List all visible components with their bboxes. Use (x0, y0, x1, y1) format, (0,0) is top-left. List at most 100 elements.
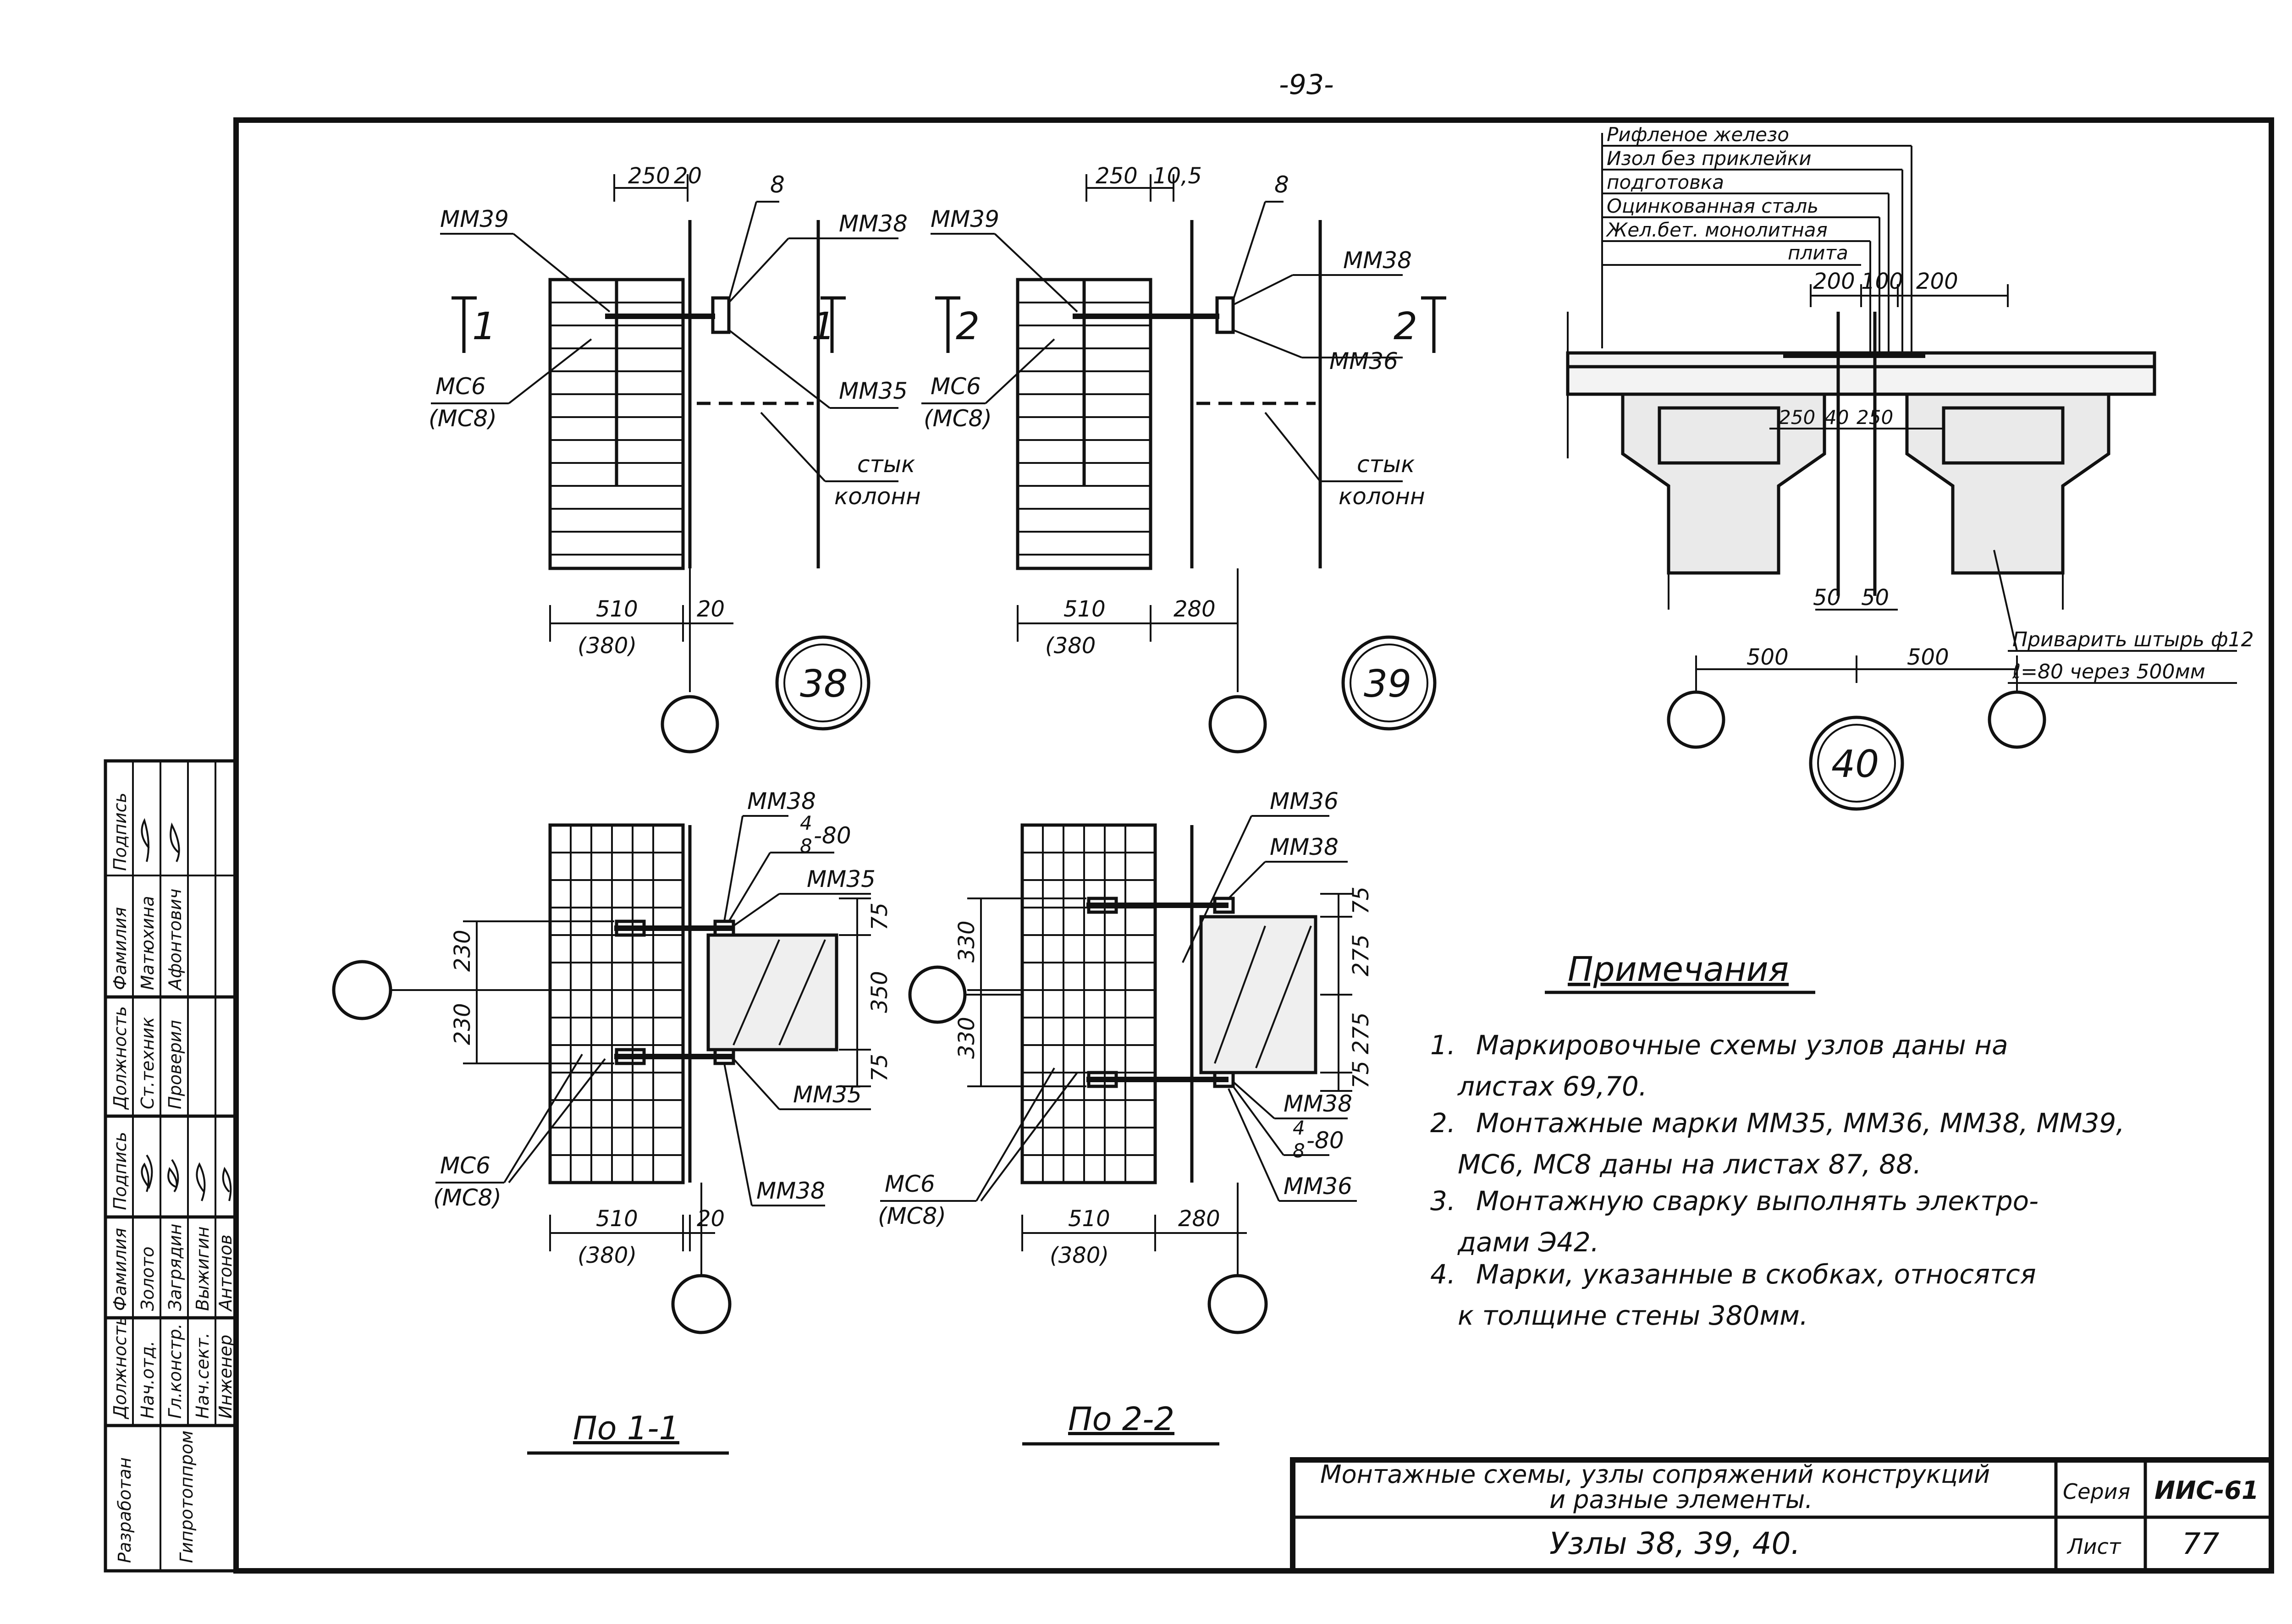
notes: Примечания 1. Маркировочные схемы узлов … (1430, 950, 2125, 1331)
series-label: Серия (2063, 1479, 2130, 1504)
section-1-1: ММ38 4 8 -80 ММ35 ММ35 ММ38 МС6 (МС8) 23… (332, 788, 893, 1455)
page-number: -93- (1279, 69, 1334, 101)
stamp-header-position: Должность (110, 1316, 130, 1420)
label-mc6: МС6 (931, 373, 981, 400)
dim-230a: 230 (450, 930, 475, 972)
label-mc8: (МС8) (429, 405, 497, 432)
axis-bubble (1667, 690, 1725, 749)
axis-bubble (661, 695, 719, 754)
frac-num: 4 (800, 812, 812, 834)
dim-380: (380) (1050, 1243, 1109, 1268)
section-mark-1b: 1 (811, 305, 835, 348)
dim-330b: 330 (954, 1017, 980, 1059)
wall-grid (548, 823, 685, 1184)
label-joint-2: колонн (1339, 483, 1425, 510)
label-mm38a: ММ38 (747, 788, 816, 815)
section-mark-2b: 2 (1394, 305, 1417, 348)
dim-20: 20 (674, 163, 702, 189)
label-mc8: (МС8) (878, 1203, 946, 1229)
node-39-number: 39 (1364, 662, 1411, 706)
label-mc6: МС6 (885, 1171, 935, 1197)
layer-1: Рифленое железо (1607, 123, 1789, 146)
dim-330a: 330 (954, 920, 980, 963)
note-1-num: 1. (1430, 1029, 1455, 1061)
node-40-bubble (1809, 716, 1904, 811)
label-mm35a: ММ35 (807, 866, 876, 892)
label-mm38: ММ38 (839, 210, 908, 237)
label-mm38b: ММ38 (1284, 1090, 1352, 1117)
node-40-section: Рифленое железо Изол без приклейки подго… (1566, 123, 2254, 811)
dim-275a: 275 (1348, 934, 1374, 976)
title-subtitle: Узлы 38, 39, 40. (1549, 1526, 1800, 1561)
dim-75b: 75 (867, 1054, 893, 1082)
axis-bubble (332, 960, 392, 1020)
signature (196, 1162, 206, 1201)
label-mm38a: ММ38 (1270, 834, 1339, 860)
sheet-value: 77 (2182, 1527, 2220, 1561)
axis-bubble (908, 965, 967, 1024)
dim-510: 510 (1068, 1206, 1110, 1232)
signature (222, 1167, 232, 1201)
note-2-line1: Монтажные марки ММ35, ММ36, ММ38, ММ39, (1476, 1107, 2125, 1139)
label-mm38b: ММ38 (756, 1178, 825, 1204)
stamp-row-4-name: Антонов (215, 1234, 236, 1312)
stamp-table: Должность Фамилия Подпись Должность Фами… (104, 759, 238, 1573)
section-mark-2a: 2 (956, 305, 980, 348)
stamp-row-3-position: Нач.сект. (193, 1332, 213, 1419)
frac-den: 8 (800, 835, 812, 857)
dim-500a: 500 (1747, 644, 1789, 670)
stamp-header-name-2: Фамилия (110, 907, 130, 990)
stamp-row-1-position: Нач.отд. (138, 1341, 158, 1419)
label-mm36: ММ36 (1329, 348, 1398, 374)
anchor-plate (1215, 296, 1235, 334)
dim-40: 40 (1824, 406, 1849, 429)
section-caption: По 2-2 (1068, 1400, 1174, 1438)
layer-2: Изол без приклейки (1607, 147, 1812, 170)
signature (170, 822, 180, 862)
stamp-group-dev: Разработан (115, 1457, 135, 1563)
label-mm35: ММ35 (839, 378, 908, 404)
dim-250: 250 (1096, 163, 1138, 189)
dim-50b: 50 (1861, 585, 1889, 611)
stamp-upper-2-position: Проверил (165, 1020, 185, 1109)
axis-bubble (1988, 690, 2046, 749)
label-mm35b: ММ35 (793, 1081, 862, 1108)
label-mm39: ММ39 (931, 206, 999, 232)
series-value: ИИС-61 (2154, 1476, 2259, 1505)
weld-note-2: ℓ=80 через 500мм (2012, 660, 2205, 683)
stamp-upper-1-position: Ст.техник (138, 1017, 158, 1109)
note-4-line1: Марки, указанные в скобках, относятся (1476, 1259, 2036, 1290)
stamp-row-3-name: Выжигин (193, 1226, 213, 1311)
dim-350: 350 (867, 971, 893, 1013)
dim-200b: 200 (1916, 269, 1958, 294)
label-mc8: (МС8) (924, 405, 992, 432)
stamp-header-name: Фамилия (110, 1228, 130, 1311)
note-2-num: 2. (1430, 1107, 1455, 1139)
section-mark-1a: 1 (472, 305, 496, 348)
dim-275b: 275 (1348, 1012, 1374, 1054)
anchor-plate (711, 296, 731, 334)
layer-4: Оцинкованная сталь (1607, 195, 1818, 217)
dim-500b: 500 (1907, 644, 1949, 670)
node-38-number: 38 (800, 662, 848, 706)
axis-bubble (671, 1274, 732, 1334)
frac-len: -80 (1306, 1127, 1344, 1154)
label-mm36a: ММ36 (1270, 788, 1339, 815)
dim-510: 510 (596, 596, 638, 622)
title-line-1: Монтажные схемы, узлы сопряжений констру… (1320, 1460, 1990, 1489)
axis-bubble (1207, 1274, 1268, 1334)
column-section (706, 933, 838, 1051)
dim-75a: 75 (867, 903, 893, 930)
dim-380: (380) (578, 633, 637, 659)
notes-heading: Примечания (1568, 950, 1789, 989)
note-4-line2: к толщине стены 380мм. (1458, 1300, 1808, 1331)
node-39-bubble (1341, 635, 1437, 731)
frac-den: 8 (1293, 1140, 1305, 1162)
wall-grid (1020, 823, 1157, 1184)
dim-20b: 20 (697, 596, 725, 622)
beam-right (1889, 392, 2110, 575)
stamp-header-position-2: Должность (110, 1006, 130, 1110)
stamp-group-org: Гипротоппром (176, 1431, 197, 1563)
title-line-2: и разные элементы. (1549, 1485, 1813, 1514)
